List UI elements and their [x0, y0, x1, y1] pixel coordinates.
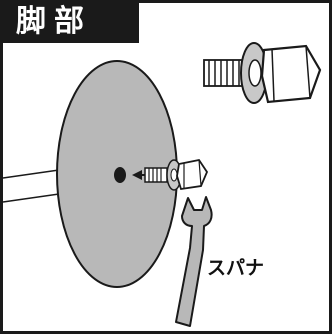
bolt-small-icon — [144, 158, 209, 191]
wrench-icon — [175, 196, 213, 327]
bolt-hole — [114, 167, 126, 183]
wrench-label: スパナ — [207, 257, 265, 279]
bolt-washer-icon — [203, 42, 322, 104]
page-title: 脚部 — [0, 0, 139, 43]
